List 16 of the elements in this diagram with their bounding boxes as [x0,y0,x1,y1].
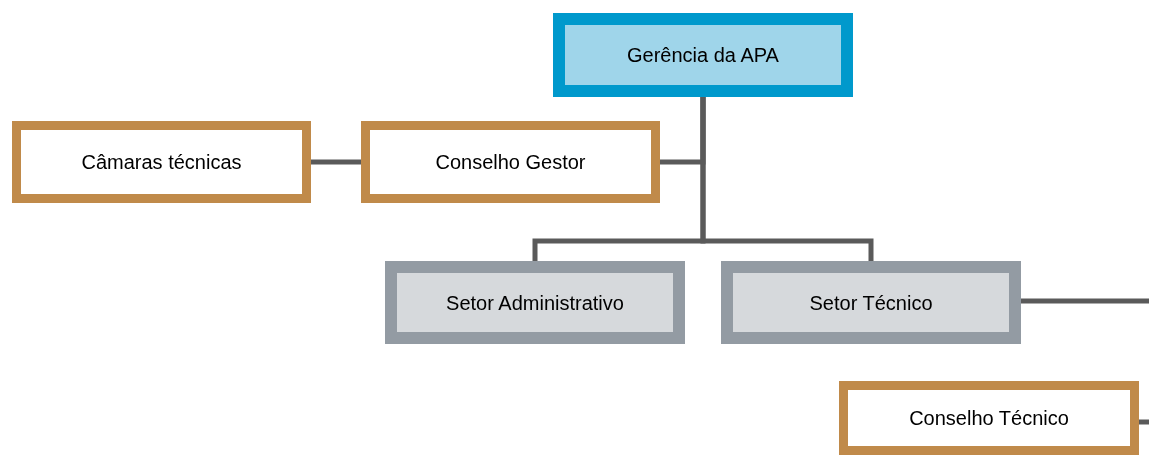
sector-box [385,261,685,344]
sector-box [721,261,1021,344]
box-label: Gerência da APA [627,43,779,68]
connector-line [1139,419,1149,425]
council-box [361,121,660,203]
connector-line [700,97,874,261]
box-label: Câmaras técnicas [81,150,242,175]
box-label: Setor Técnico [809,290,933,316]
council-box [12,121,311,203]
council-box [839,381,1139,455]
connector-line [1021,298,1149,304]
box-label: Conselho Técnico [909,406,1069,431]
connector-line [311,159,361,165]
box-label: Setor Administrativo [446,290,624,316]
box-label: Conselho Gestor [435,150,586,175]
management-box [553,13,853,97]
